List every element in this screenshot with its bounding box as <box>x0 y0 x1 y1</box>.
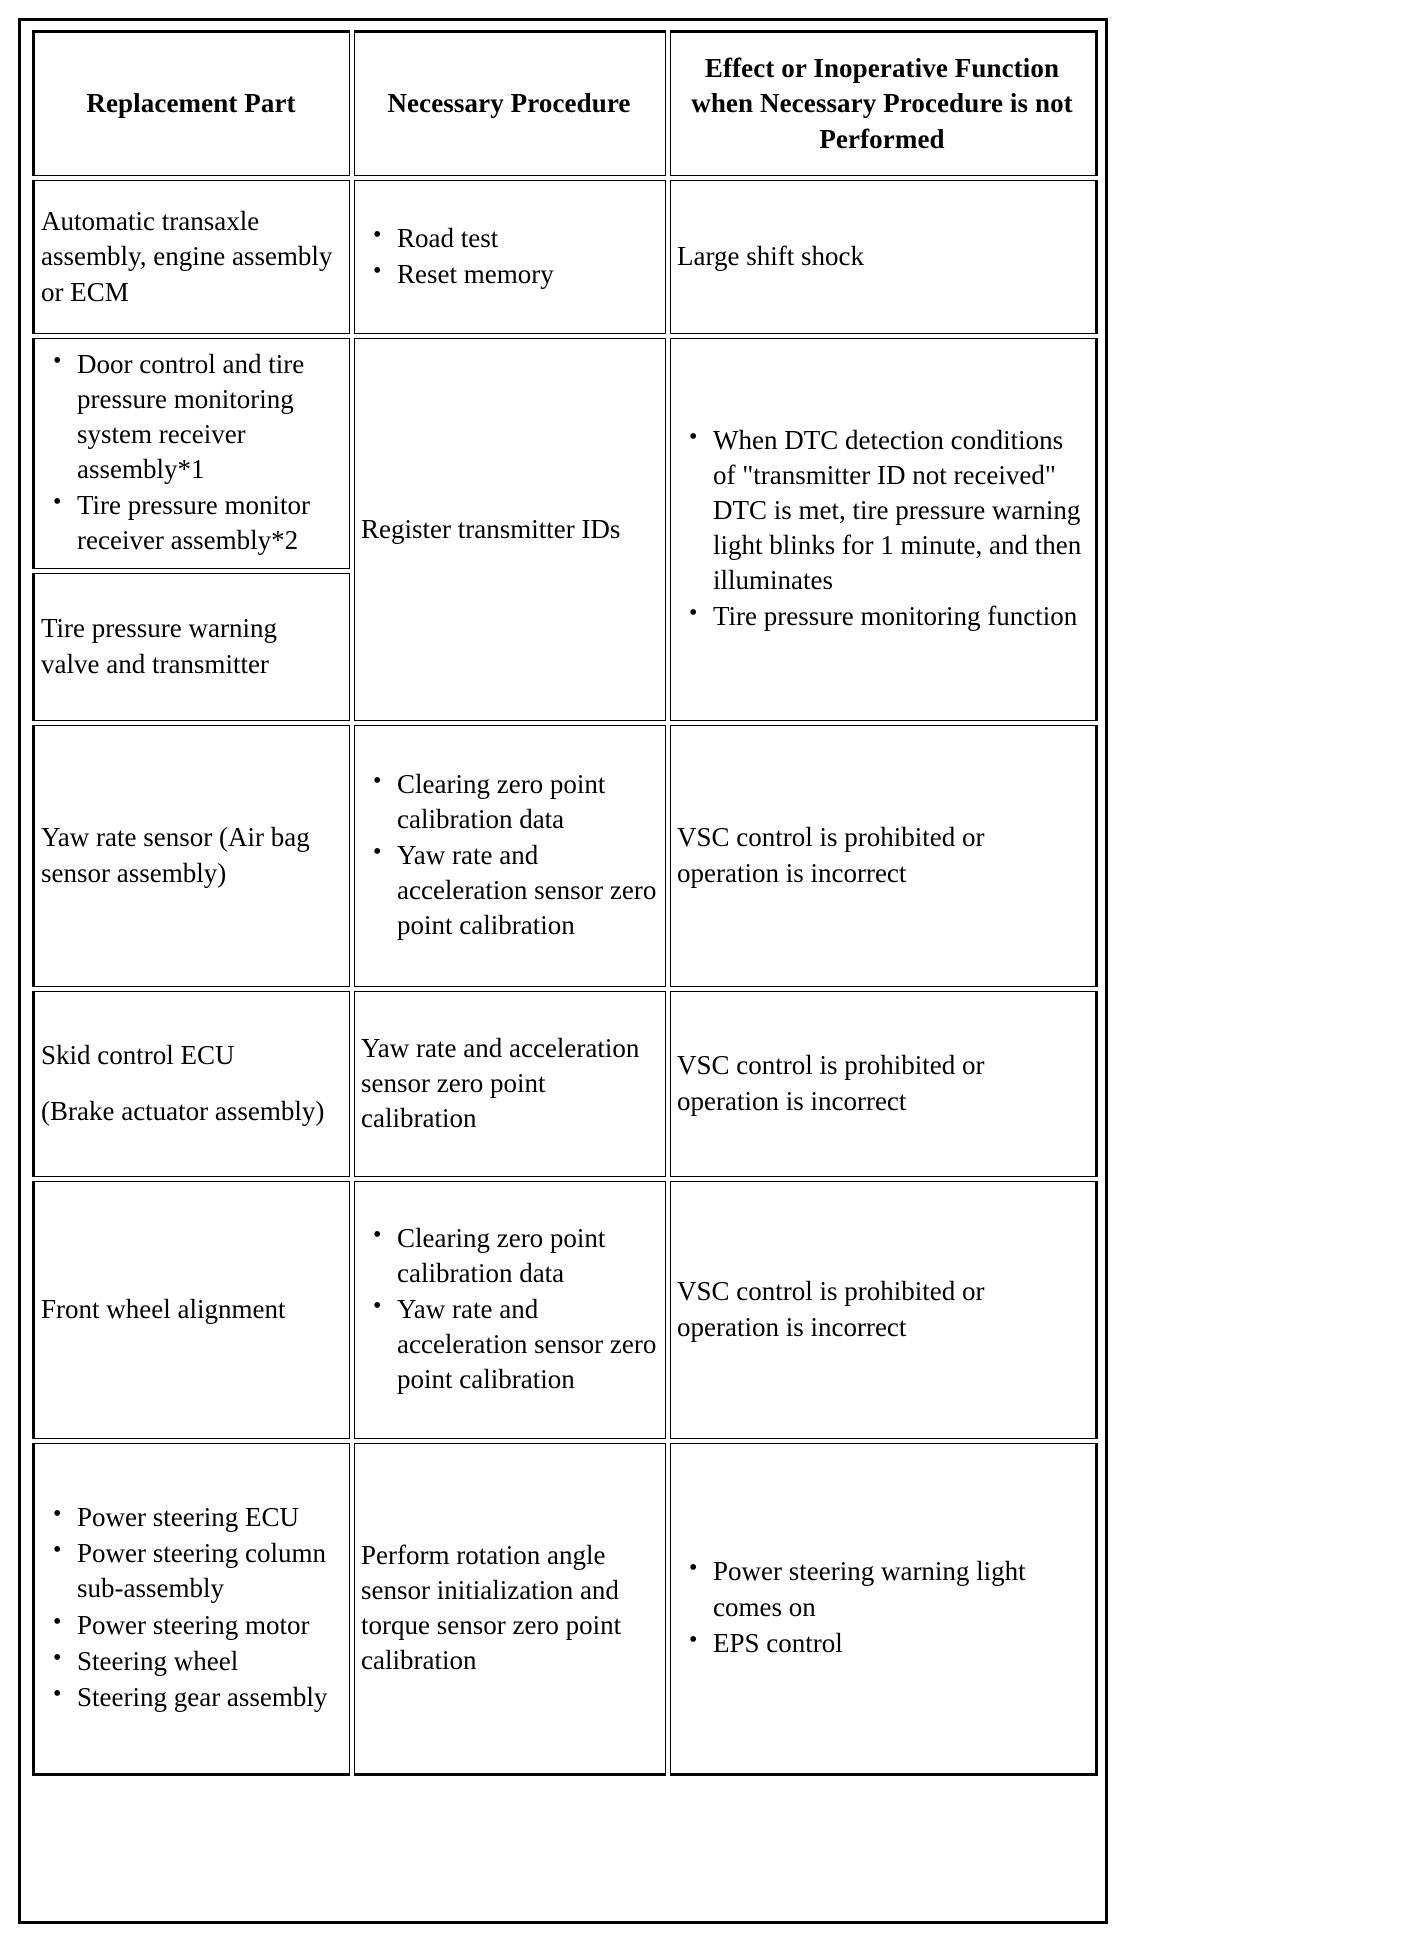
cell-replacement-part: Door control and tire pressure monitorin… <box>30 334 354 573</box>
replacement-part-text: Yaw rate sensor (Air bag sensor assembly… <box>41 822 310 888</box>
list-item: Tire pressure monitor receiver assembly*… <box>53 487 341 558</box>
cell-effect: Large shift shock <box>666 176 1100 338</box>
cell-necessary-procedure: Clearing zero point calibration data Yaw… <box>350 1176 670 1443</box>
table-row: Yaw rate sensor (Air bag sensor assembly… <box>30 720 1100 991</box>
list-item: Power steering ECU <box>53 1499 341 1535</box>
list-item: EPS control <box>689 1625 1087 1661</box>
list-item: Power steering warning light comes on <box>689 1553 1087 1624</box>
list-item: Reset memory <box>373 256 657 292</box>
list-item: Clearing zero point calibration data <box>373 1220 657 1291</box>
list-item: When DTC detection conditions of "transm… <box>689 422 1087 598</box>
cell-replacement-part: Skid control ECU (Brake actuator assembl… <box>30 986 354 1181</box>
procedure-text: Register transmitter IDs <box>361 513 621 544</box>
cell-effect: Power steering warning light comes on EP… <box>666 1438 1100 1778</box>
cell-effect: VSC control is prohibited or operation i… <box>666 986 1100 1181</box>
cell-replacement-part: Automatic transaxle assembly, engine ass… <box>30 176 354 338</box>
list-item: Tire pressure monitoring function <box>689 598 1087 634</box>
cell-replacement-part: Front wheel alignment <box>30 1176 354 1443</box>
cell-effect: VSC control is prohibited or operation i… <box>666 1176 1100 1443</box>
replacement-part-bullet-list: Power steering ECU Power steering column… <box>41 1499 341 1715</box>
column-header-effect-or-inoperative-function: Effect or Inoperative Function when Nece… <box>666 28 1100 180</box>
list-item: Clearing zero point calibration data <box>373 766 657 837</box>
list-item: Steering wheel <box>53 1643 341 1679</box>
list-item: Power steering column sub-assembly <box>53 1535 341 1606</box>
effect-bullet-list: Power steering warning light comes on EP… <box>677 1553 1087 1661</box>
column-header-necessary-procedure-label: Necessary Procedure <box>387 88 631 119</box>
cell-necessary-procedure: Road test Reset memory <box>350 176 670 338</box>
procedure-text: Perform rotation angle sensor initializa… <box>361 1539 622 1676</box>
procedure-bullet-list: Clearing zero point calibration data Yaw… <box>361 1220 657 1397</box>
list-item: Road test <box>373 220 657 256</box>
cell-necessary-procedure: Register transmitter IDs <box>350 334 670 725</box>
column-header-necessary-procedure: Necessary Procedure <box>350 28 670 180</box>
cell-necessary-procedure: Perform rotation angle sensor initializa… <box>350 1438 670 1778</box>
column-header-replacement-part-label: Replacement Part <box>86 88 296 119</box>
cell-replacement-part: Yaw rate sensor (Air bag sensor assembly… <box>30 720 354 991</box>
list-item: Yaw rate and acceleration sensor zero po… <box>373 837 657 943</box>
cell-necessary-procedure: Yaw rate and acceleration sensor zero po… <box>350 986 670 1181</box>
replacement-part-bullet-list: Door control and tire pressure monitorin… <box>41 346 341 559</box>
replacement-part-text: Front wheel alignment <box>41 1294 286 1325</box>
effect-text: VSC control is prohibited or operation i… <box>677 1050 985 1116</box>
list-item: Door control and tire pressure monitorin… <box>53 346 341 487</box>
column-header-effect-or-inoperative-function-label: Effect or Inoperative Function when Nece… <box>691 52 1073 154</box>
cell-effect: When DTC detection conditions of "transm… <box>666 334 1100 725</box>
cell-effect: VSC control is prohibited or operation i… <box>666 720 1100 991</box>
cell-replacement-part: Power steering ECU Power steering column… <box>30 1438 354 1778</box>
replacement-part-subtext: (Brake actuator assembly) <box>41 1095 325 1126</box>
table-row: Power steering ECU Power steering column… <box>30 1438 1100 1778</box>
cell-necessary-procedure: Clearing zero point calibration data Yaw… <box>350 720 670 991</box>
replacement-part-text: Tire pressure warning valve and transmit… <box>41 613 277 679</box>
effect-text: Large shift shock <box>677 241 864 272</box>
table-header-row: Replacement Part Necessary Procedure Eff… <box>30 28 1100 180</box>
replacement-part-text: Automatic transaxle assembly, engine ass… <box>41 206 333 307</box>
replacement-part-procedure-table: Replacement Part Necessary Procedure Eff… <box>30 28 1100 1778</box>
table-row: Tire pressure warning valve and transmit… <box>30 568 1098 725</box>
list-item: Power steering motor <box>53 1607 341 1643</box>
effect-bullet-list: When DTC detection conditions of "transm… <box>677 422 1087 635</box>
table-body: Automatic transaxle assembly, engine ass… <box>30 176 1100 1778</box>
replacement-part-text: Skid control ECU <box>41 1040 235 1071</box>
table-row: Front wheel alignment Clearing zero poin… <box>30 1176 1100 1443</box>
list-item: Steering gear assembly <box>53 1679 341 1715</box>
procedure-bullet-list: Road test Reset memory <box>361 220 657 292</box>
list-item: Yaw rate and acceleration sensor zero po… <box>373 1291 657 1397</box>
table-row: Automatic transaxle assembly, engine ass… <box>30 176 1100 338</box>
table-row: Door control and tire pressure monitorin… <box>30 334 1100 725</box>
effect-text: VSC control is prohibited or operation i… <box>677 1276 985 1342</box>
procedure-text: Yaw rate and acceleration sensor zero po… <box>361 1032 640 1134</box>
cell-replacement-part-secondary: Tire pressure warning valve and transmit… <box>30 568 354 725</box>
spacer <box>41 1074 341 1094</box>
table-header: Replacement Part Necessary Procedure Eff… <box>30 28 1100 180</box>
table-row: Skid control ECU (Brake actuator assembl… <box>30 986 1100 1181</box>
procedure-bullet-list: Clearing zero point calibration data Yaw… <box>361 766 657 943</box>
column-header-replacement-part: Replacement Part <box>30 28 354 180</box>
effect-text: VSC control is prohibited or operation i… <box>677 822 985 888</box>
